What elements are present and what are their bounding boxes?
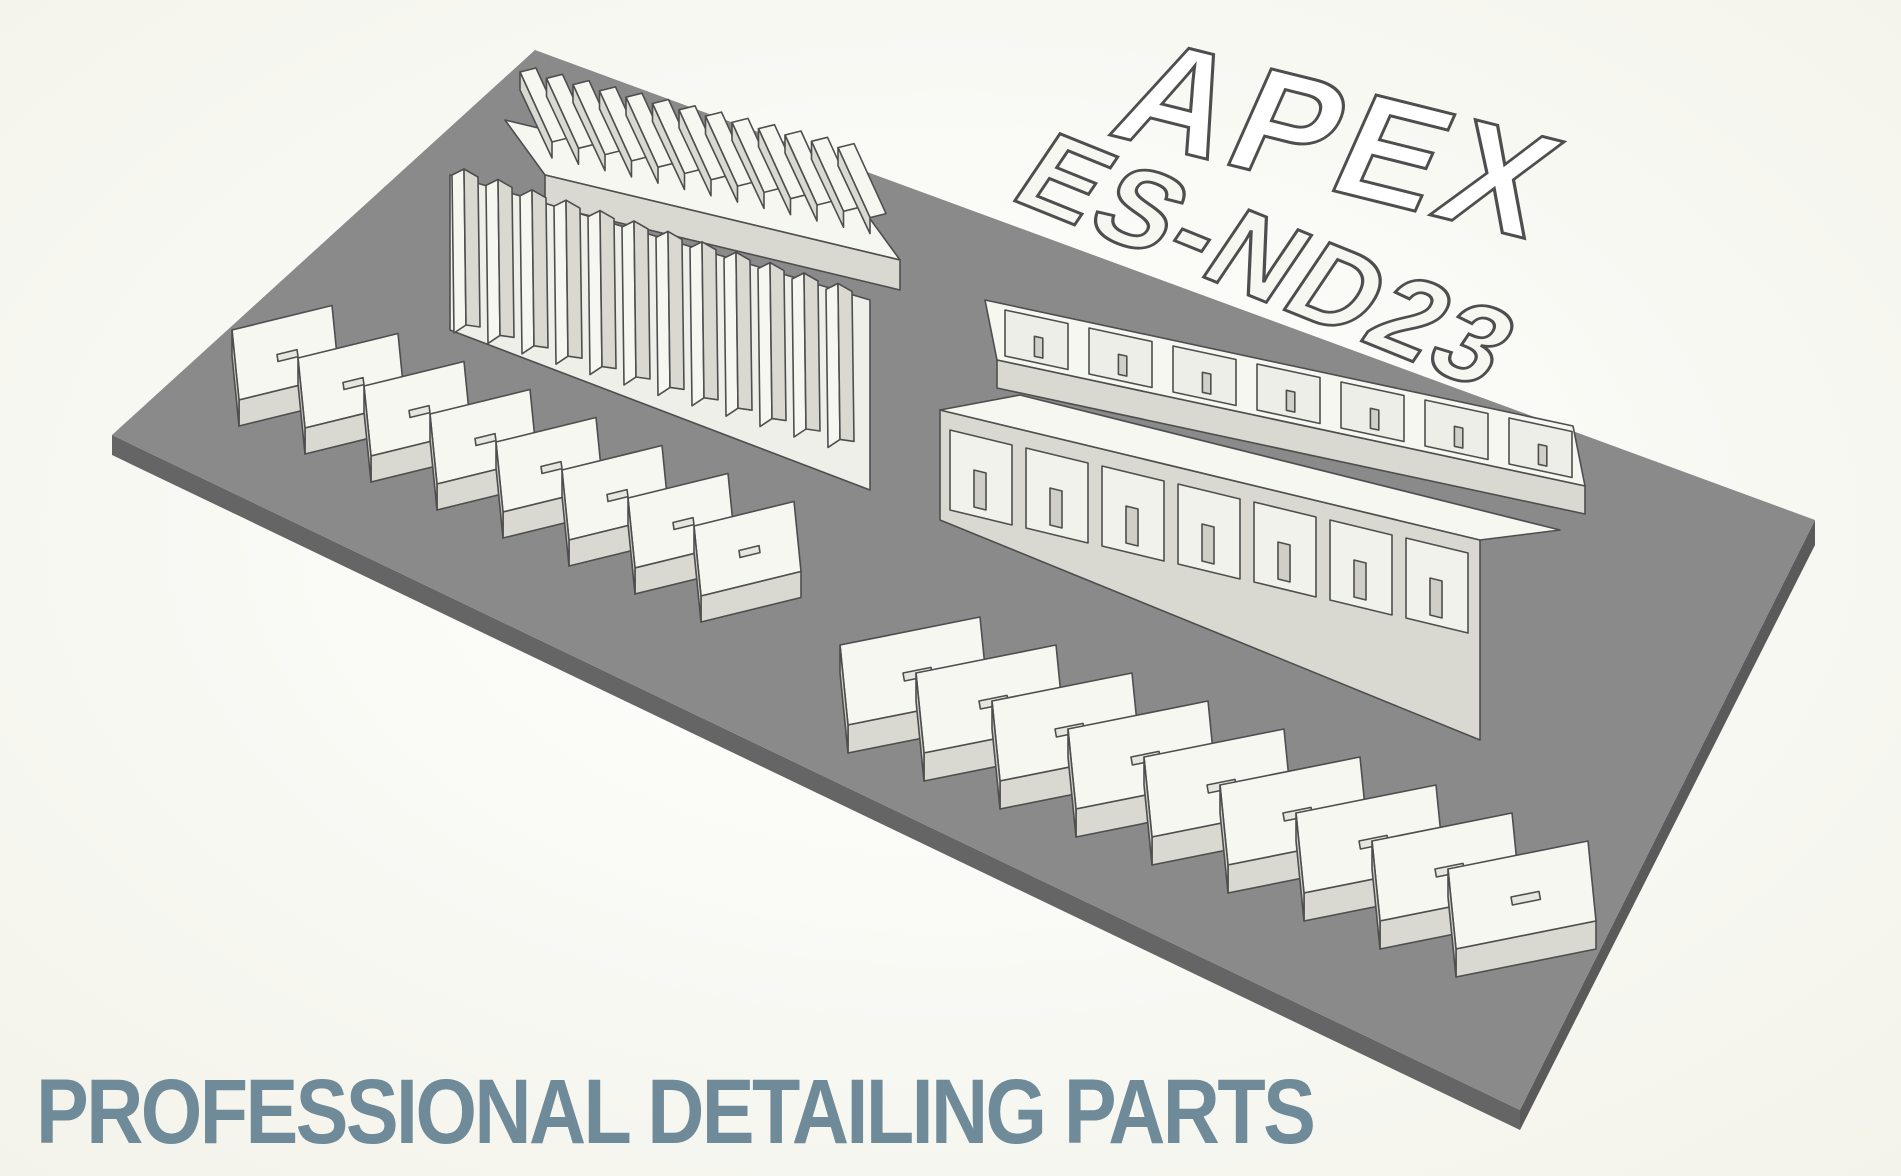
bottom-clip-end bbox=[1143, 756, 1153, 866]
right-notched-strip-upper bbox=[984, 299, 1586, 515]
upper-strip-front bbox=[996, 359, 1586, 515]
ridge-side bbox=[784, 134, 818, 222]
bottom-clip-end bbox=[1219, 784, 1229, 894]
fin-side bbox=[735, 251, 753, 412]
fin-side bbox=[633, 220, 651, 380]
upper-strip-slot bbox=[1453, 425, 1464, 449]
fin-side bbox=[837, 282, 855, 443]
ridge-side bbox=[810, 140, 845, 229]
left-clip-end bbox=[231, 329, 240, 427]
ridge-side bbox=[704, 115, 739, 203]
ridge-side bbox=[572, 83, 606, 172]
upper-strip-slot bbox=[1117, 353, 1128, 377]
left-clip-end bbox=[429, 413, 438, 511]
lower-strip-slot bbox=[973, 469, 987, 511]
left-clip-end bbox=[693, 525, 702, 623]
bottom-clip-end bbox=[991, 700, 1001, 810]
bottom-clip-end bbox=[1067, 728, 1077, 838]
upper-strip-slot bbox=[1285, 389, 1296, 413]
ridge-side bbox=[519, 71, 553, 159]
lower-strip-slot bbox=[1201, 523, 1215, 565]
parts-layer bbox=[231, 67, 1597, 978]
bottom-clip-slot bbox=[1510, 890, 1542, 906]
left-clip-end bbox=[627, 497, 636, 595]
ridge-side bbox=[731, 121, 765, 210]
fin-side bbox=[667, 230, 685, 391]
lower-strip-slot bbox=[1429, 577, 1443, 619]
fin-side bbox=[701, 241, 719, 401]
bottom-clip-row bbox=[839, 616, 1597, 978]
left-clip-slot bbox=[408, 404, 431, 419]
fin-rack bbox=[449, 168, 871, 491]
left-clip-end bbox=[561, 469, 570, 567]
left-clip-slot bbox=[342, 376, 365, 391]
lower-strip-slot bbox=[1277, 541, 1291, 583]
bottom-clip-end bbox=[1447, 868, 1457, 978]
ridge-side bbox=[625, 96, 659, 184]
left-clip-slot bbox=[672, 516, 695, 531]
bottom-clip-end bbox=[1295, 812, 1305, 922]
left-clip-end bbox=[363, 385, 372, 483]
ridge-side bbox=[598, 90, 633, 178]
upper-strip-slot bbox=[1033, 335, 1044, 359]
ridge-side bbox=[545, 77, 580, 166]
upper-strip-slot bbox=[1537, 443, 1548, 467]
upper-strip-slot bbox=[1369, 407, 1380, 431]
rack-base-front bbox=[544, 174, 901, 291]
left-clip-row bbox=[231, 304, 802, 623]
lower-strip-slot bbox=[1049, 487, 1063, 529]
fin-side bbox=[565, 199, 583, 360]
lower-strip-slot bbox=[1125, 505, 1139, 547]
upper-strip-slot bbox=[1201, 371, 1212, 395]
left-clip-end bbox=[297, 357, 306, 455]
fin-side bbox=[463, 168, 481, 328]
ridge-side bbox=[757, 127, 792, 216]
fin-side bbox=[803, 272, 821, 432]
bottom-clip-end bbox=[915, 672, 925, 782]
fin-side bbox=[497, 178, 515, 339]
left-clip-slot bbox=[606, 488, 629, 503]
lower-strip-top bbox=[939, 394, 1561, 541]
bottom-clip-end bbox=[1371, 840, 1381, 950]
ridge-side bbox=[678, 109, 712, 197]
top-ridge-rack bbox=[504, 67, 901, 291]
ridge-side bbox=[837, 146, 871, 235]
left-clip-slot bbox=[474, 432, 497, 447]
left-clip-end bbox=[495, 441, 504, 539]
fin-side bbox=[769, 261, 787, 422]
fin-side bbox=[599, 209, 617, 370]
left-clip-slot bbox=[738, 544, 761, 559]
right-notched-strip-lower bbox=[939, 394, 1561, 741]
bottom-clip-end bbox=[839, 644, 849, 754]
lower-strip-slot bbox=[1353, 559, 1367, 601]
left-clip-slot bbox=[276, 348, 299, 363]
ridge-side bbox=[651, 102, 686, 191]
fin-side bbox=[531, 189, 549, 349]
tagline-heading: PROFESSIONAL DETAILING PARTS bbox=[36, 1061, 1316, 1163]
left-clip-slot bbox=[540, 460, 563, 475]
